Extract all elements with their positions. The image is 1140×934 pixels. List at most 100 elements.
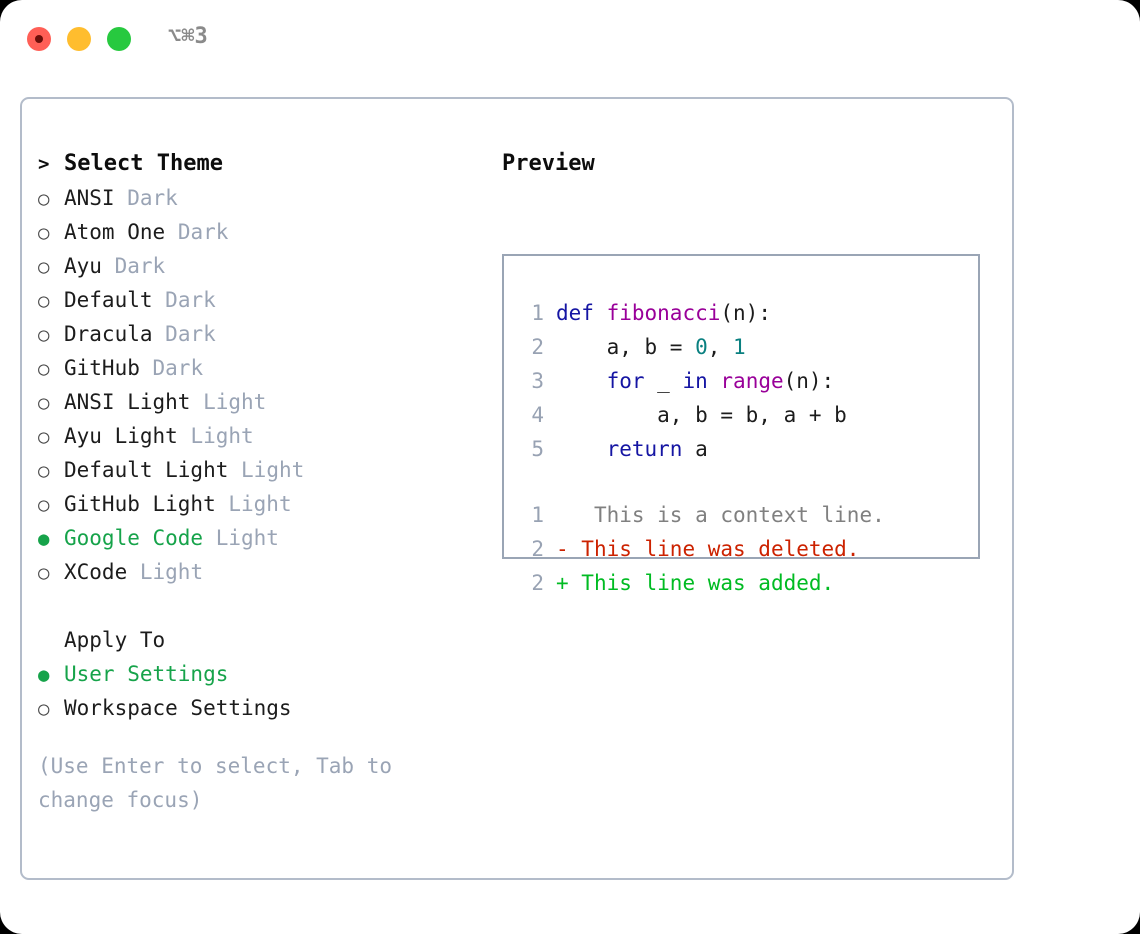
code-line: 3 for _ in range(n): [516, 364, 976, 398]
line-number: 1 [531, 301, 544, 325]
diff-text: This line was deleted. [568, 537, 860, 561]
code-token [708, 369, 721, 393]
code-line: 2 a, b = 0, 1 [516, 330, 976, 364]
close-icon [35, 35, 43, 43]
diff-text: This line was added. [568, 571, 835, 595]
theme-option-github-light[interactable]: ○ GitHub Light Light [38, 487, 488, 521]
theme-option-default[interactable]: ○ Default Dark [38, 283, 488, 317]
apply-to-option-label: User Settings [64, 662, 229, 686]
theme-tag-label: Dark [165, 288, 216, 312]
radio-unselected-icon[interactable]: ○ [38, 324, 50, 346]
prompt-caret-icon: > [38, 153, 50, 175]
theme-option-github[interactable]: ○GitHub Dark [38, 351, 488, 385]
theme-name: XCode [64, 560, 128, 584]
theme-tag-space [216, 492, 229, 516]
line-number: 4 [531, 403, 544, 427]
theme-tag-space [190, 390, 203, 414]
radio-selected-icon[interactable]: ● [38, 528, 50, 550]
theme-tag-space [228, 458, 241, 482]
theme-tag-label: Light [215, 526, 279, 550]
radio-selected-icon[interactable]: ● [38, 664, 50, 686]
radio-unselected-icon[interactable]: ○ [38, 426, 50, 448]
section-spacer [38, 589, 488, 623]
code-line: 5 return a [516, 432, 976, 466]
minimize-window-button[interactable] [67, 27, 91, 51]
line-number: 2 [531, 335, 544, 359]
keyboard-shortcut-label: ⌥⌘3 [168, 24, 208, 49]
theme-tag-space [153, 288, 166, 312]
code-token: for [606, 369, 645, 393]
theme-tag-label: Dark [114, 254, 166, 278]
theme-option-ayu-light[interactable]: ○ Ayu Light Light [38, 419, 488, 453]
code-token: 0 [695, 335, 708, 359]
radio-unselected-icon[interactable]: ○ [38, 222, 50, 244]
diff-marker [556, 503, 569, 527]
theme-tag-label: Dark [152, 356, 204, 380]
keyboard-hint-text: (Use Enter to select, Tab to change focu… [38, 754, 405, 812]
theme-tag-label: Dark [127, 186, 178, 210]
radio-unselected-icon[interactable]: ○ [38, 290, 50, 312]
radio-unselected-icon[interactable]: ○ [38, 358, 50, 380]
theme-option-default-light[interactable]: ○Default Light Light [38, 453, 488, 487]
theme-option-ansi-light[interactable]: ○ ANSI Light Light [38, 385, 488, 419]
diff-marker: - [556, 537, 569, 561]
theme-tag-space [140, 356, 153, 380]
preview-header: Preview [502, 151, 595, 176]
code-token: 1 [733, 335, 746, 359]
code-token: a, b = [556, 335, 696, 359]
theme-option-dracula[interactable]: ○Dracula Dark [38, 317, 488, 351]
theme-tag-space [203, 526, 216, 550]
theme-name: ANSI Light [64, 390, 191, 414]
theme-tag-label: Light [203, 390, 267, 414]
code-blank-line [516, 466, 976, 498]
code-token: _ [644, 369, 683, 393]
theme-name: Default [64, 288, 153, 312]
code-token [594, 301, 607, 325]
radio-unselected-icon[interactable]: ○ [38, 188, 50, 210]
theme-tag-space [102, 254, 115, 278]
theme-option-ayu[interactable]: ○Ayu Dark [38, 249, 488, 283]
theme-name: GitHub Light [64, 492, 216, 516]
apply-to-option-user-settings[interactable]: ● User Settings [38, 657, 488, 691]
window-titlebar: ⌥⌘3 [0, 0, 1140, 78]
diff-text: This is a context line. [568, 503, 885, 527]
theme-tag-label: Light [241, 458, 305, 482]
apply-to-option-workspace-settings[interactable]: ○ Workspace Settings [38, 691, 488, 725]
code-token [556, 369, 607, 393]
theme-tag-label: Dark [165, 322, 216, 346]
radio-unselected-icon[interactable]: ○ [38, 494, 50, 516]
theme-tag-space [165, 220, 178, 244]
code-token: , [707, 335, 734, 359]
theme-tag-label: Light [228, 492, 292, 516]
radio-unselected-icon[interactable]: ○ [38, 562, 50, 584]
line-number: 1 [531, 503, 544, 527]
radio-unselected-icon[interactable]: ○ [38, 460, 50, 482]
line-number: 2 [531, 571, 544, 595]
line-number: 3 [531, 369, 544, 393]
line-number: 2 [531, 537, 544, 561]
theme-name: Atom One [64, 220, 166, 244]
radio-unselected-icon[interactable]: ○ [38, 698, 50, 720]
theme-tag-space [127, 560, 140, 584]
diff-marker: + [556, 571, 569, 595]
blank-marker: ○ [38, 624, 64, 658]
apply-to-option-label: Workspace Settings [64, 696, 292, 720]
maximize-window-button[interactable] [107, 27, 131, 51]
theme-tag [115, 186, 128, 210]
code-line: 4 a, b = b, a + b [516, 398, 976, 432]
code-token [556, 437, 607, 461]
theme-name: Ayu Light [64, 424, 178, 448]
theme-option-ansi[interactable]: ○ANSI Dark [38, 181, 488, 215]
theme-option-xcode[interactable]: ○XCode Light [38, 555, 488, 589]
code-token: (n): [720, 301, 771, 325]
theme-option-google-code[interactable]: ● Google Code Light [38, 521, 488, 555]
radio-unselected-icon[interactable]: ○ [38, 392, 50, 414]
theme-tag-label: Light [190, 424, 254, 448]
radio-unselected-icon[interactable]: ○ [38, 256, 50, 278]
theme-name: Google Code [64, 526, 204, 550]
code-token: def [556, 301, 594, 325]
theme-option-atom-one[interactable]: ○Atom One Dark [38, 215, 488, 249]
